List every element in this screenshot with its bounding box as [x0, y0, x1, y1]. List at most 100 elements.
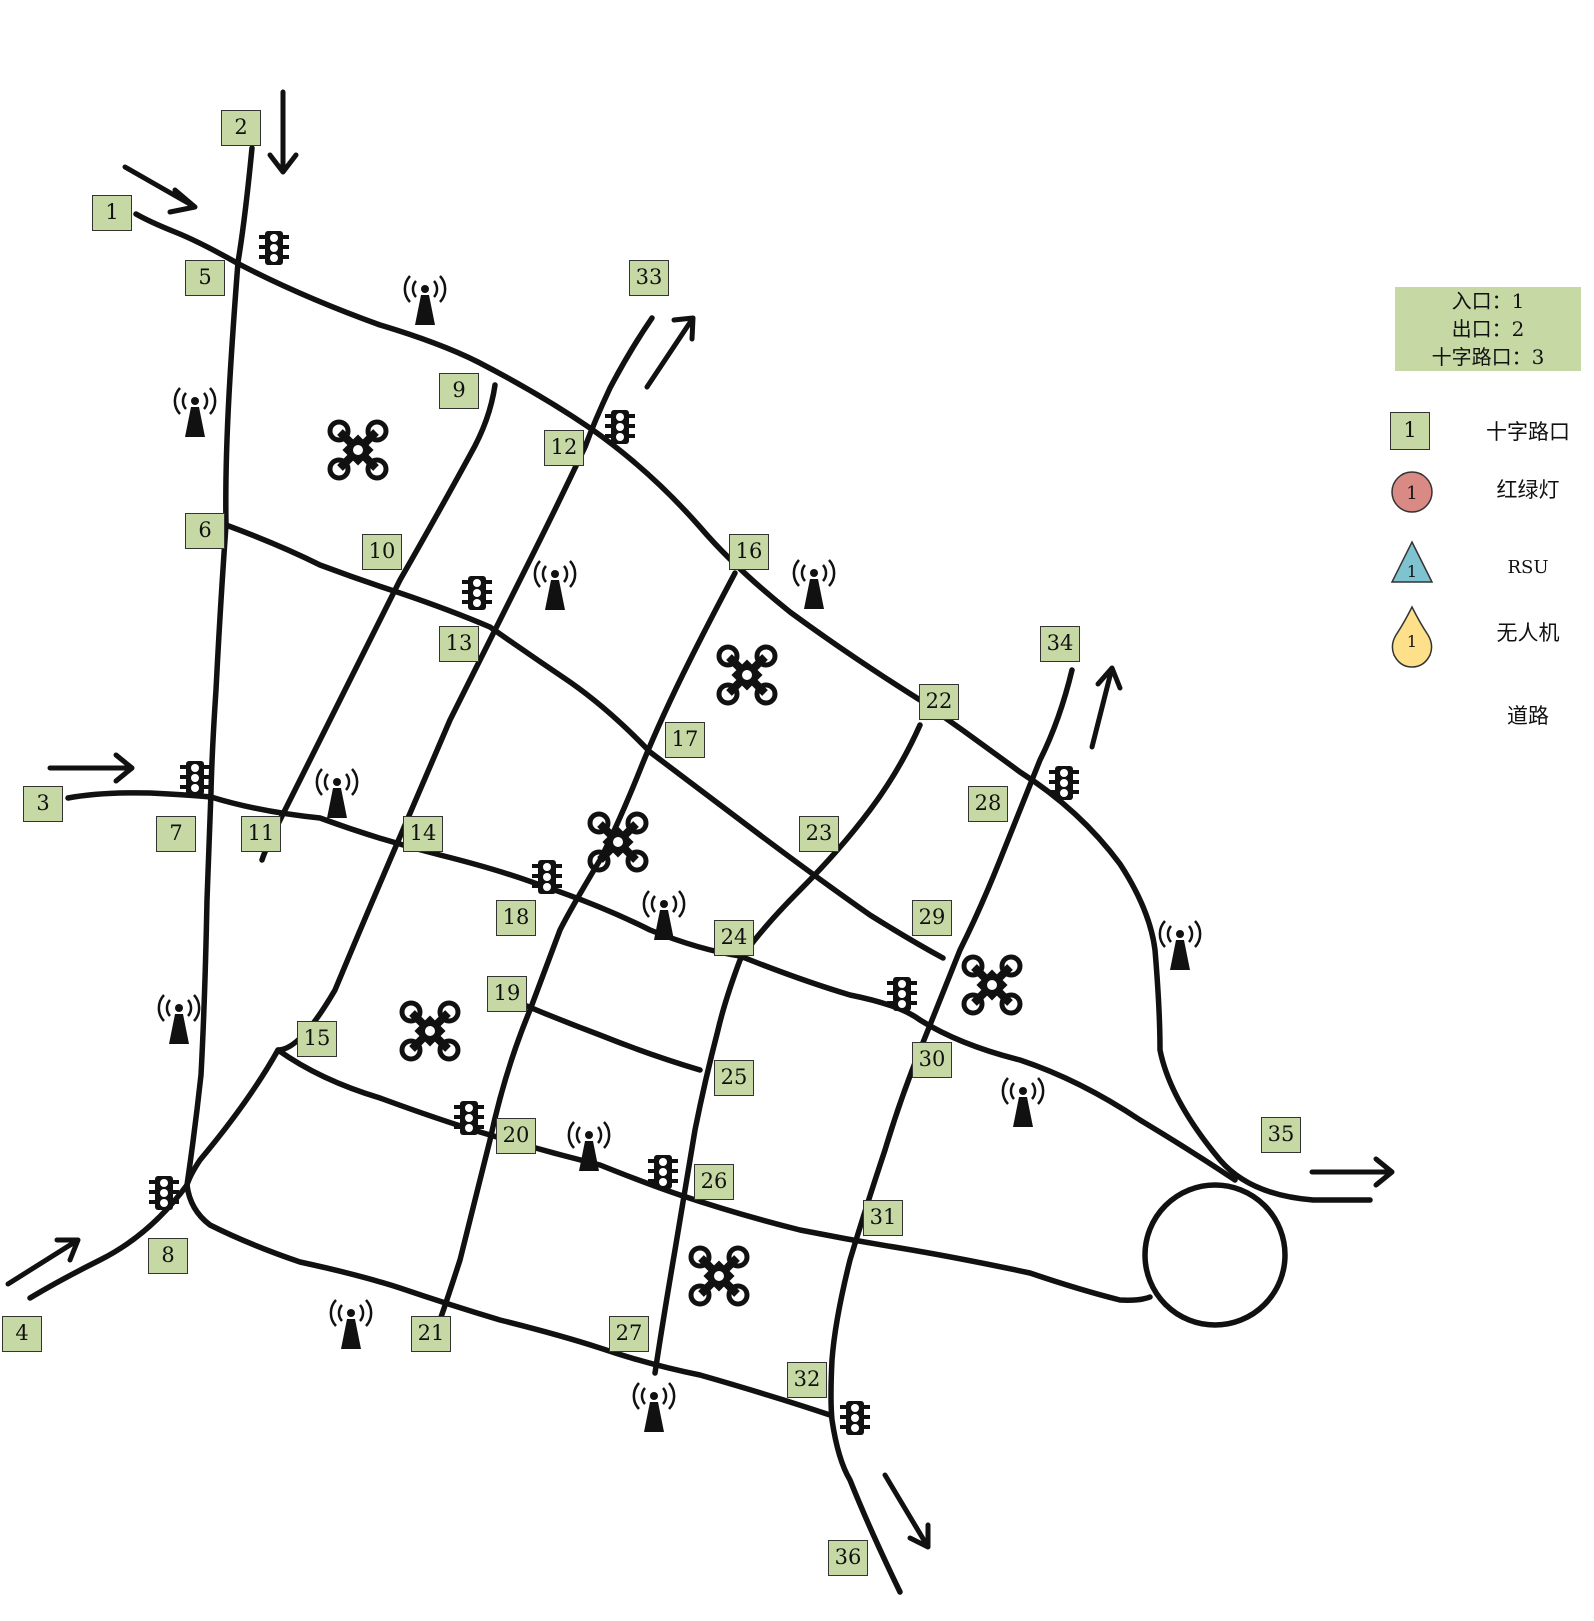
- arrow-entry-2: [267, 89, 299, 175]
- road-9-15: [259, 382, 498, 863]
- rsu-icon: [632, 1381, 676, 1434]
- node-15: 15: [297, 1021, 337, 1057]
- arrow-exit-35: [1309, 1156, 1395, 1188]
- node-10: 10: [362, 534, 402, 570]
- node-13: 13: [439, 626, 479, 662]
- node-18: 18: [496, 900, 536, 936]
- traffic-light-icon: [180, 761, 210, 795]
- rsu-icon: [1001, 1076, 1045, 1129]
- road-6-29: [223, 522, 946, 961]
- node-33: 33: [629, 260, 669, 296]
- road-33-21: [184, 315, 655, 1188]
- rsu-icon: [329, 1298, 373, 1351]
- traffic-light-icon: [259, 231, 289, 265]
- arrow-exit-33: [644, 315, 696, 390]
- node-35: 35: [1261, 1117, 1301, 1153]
- node-8: 8: [148, 1238, 188, 1274]
- legend-road: 道路: [1390, 696, 1590, 746]
- rsu-stations: [157, 274, 1202, 1434]
- legend-traffic-light: 1 红绿灯: [1390, 470, 1590, 520]
- legend-drone-symbol: 1: [1391, 605, 1433, 668]
- node-36: 36: [828, 1540, 868, 1576]
- legend-rsu: 1 RSU: [1390, 540, 1590, 590]
- node-9: 9: [439, 373, 479, 409]
- arrow-exit-36: [882, 1472, 931, 1550]
- drone-icon: [330, 422, 386, 478]
- node-3: 3: [23, 786, 63, 822]
- arrow-entry-4: [5, 1237, 81, 1287]
- road-8-32: [184, 1182, 833, 1418]
- rsu-icon: [1158, 919, 1202, 972]
- node-7: 7: [156, 816, 196, 852]
- node-30: 30: [912, 1042, 952, 1078]
- drone-icon: [719, 647, 775, 703]
- node-29: 29: [912, 900, 952, 936]
- node-31: 31: [863, 1200, 903, 1236]
- legend-intersection-symbol: 1: [1390, 412, 1430, 450]
- road-19-25: [519, 1001, 703, 1073]
- road-15-26: [275, 1047, 1153, 1303]
- node-20: 20: [496, 1118, 536, 1154]
- legend-intersection: 1 十字路口: [1390, 412, 1590, 462]
- node-25: 25: [714, 1060, 754, 1096]
- summary-entrance: 入口：1: [1451, 289, 1525, 313]
- arrow-entry-1: [122, 164, 198, 215]
- road-16-27: [437, 570, 738, 1323]
- legend-drone: 1 无人机: [1390, 605, 1590, 668]
- node-1: 1: [92, 195, 132, 231]
- node-11: 11: [241, 816, 281, 852]
- summary-exit: 出口：2: [1451, 317, 1525, 341]
- node-2: 2: [221, 110, 261, 146]
- rsu-icon: [173, 386, 217, 439]
- legend-traffic-light-label: 红绿灯: [1496, 478, 1560, 502]
- rsu-icon: [157, 993, 201, 1046]
- rsu-icon: [533, 559, 577, 612]
- road-34-36: [828, 667, 1075, 1595]
- node-19: 19: [487, 976, 527, 1012]
- road-top: [133, 211, 1373, 1203]
- road-entry-4: [27, 1182, 190, 1301]
- node-26: 26: [694, 1164, 734, 1200]
- rsu-icon: [403, 274, 447, 327]
- node-5: 5: [185, 260, 225, 296]
- legend-drone-label: 无人机: [1496, 621, 1560, 645]
- legend-road-label: 道路: [1507, 704, 1549, 728]
- drone-icon: [402, 1003, 458, 1059]
- summary-intersection: 十字路口：3: [1431, 345, 1545, 369]
- node-23: 23: [799, 816, 839, 852]
- road-2-8: [184, 145, 255, 1188]
- traffic-light-icon: [462, 576, 492, 610]
- node-21: 21: [411, 1316, 451, 1352]
- drone-icon: [691, 1248, 747, 1304]
- arrow-exit-34: [1089, 665, 1123, 750]
- roundabout: [1142, 1182, 1288, 1328]
- rsu-icon: [315, 767, 359, 820]
- node-27: 27: [609, 1316, 649, 1352]
- direction-arrows: [5, 89, 1395, 1550]
- legend-rsu-label: RSU: [1507, 557, 1549, 578]
- node-6: 6: [185, 513, 225, 549]
- node-17: 17: [665, 722, 705, 758]
- legend-intersection-label: 十字路口: [1486, 420, 1570, 444]
- node-4: 4: [2, 1316, 42, 1352]
- rsu-icon: [792, 558, 836, 611]
- summary-box: 入口：1 出口：2 十字路口：3: [1395, 287, 1581, 371]
- legend-light-number: 1: [1406, 483, 1417, 504]
- legend-rsu-number: 1: [1407, 562, 1417, 581]
- road-3-35: [65, 790, 1238, 1183]
- node-16: 16: [729, 534, 769, 570]
- traffic-light-icon: [840, 1401, 870, 1435]
- drone-icon: [964, 957, 1020, 1013]
- legend-rsu-symbol: 1: [1390, 540, 1434, 583]
- roads: [27, 145, 1373, 1595]
- node-12: 12: [544, 430, 584, 466]
- road-22-27: [652, 722, 923, 1376]
- node-22: 22: [919, 684, 959, 720]
- legend-traffic-light-symbol: 1: [1391, 471, 1433, 513]
- legend-drone-number: 1: [1407, 632, 1417, 651]
- node-34: 34: [1040, 626, 1080, 662]
- node-14: 14: [403, 816, 443, 852]
- node-32: 32: [787, 1362, 827, 1398]
- node-24: 24: [714, 920, 754, 956]
